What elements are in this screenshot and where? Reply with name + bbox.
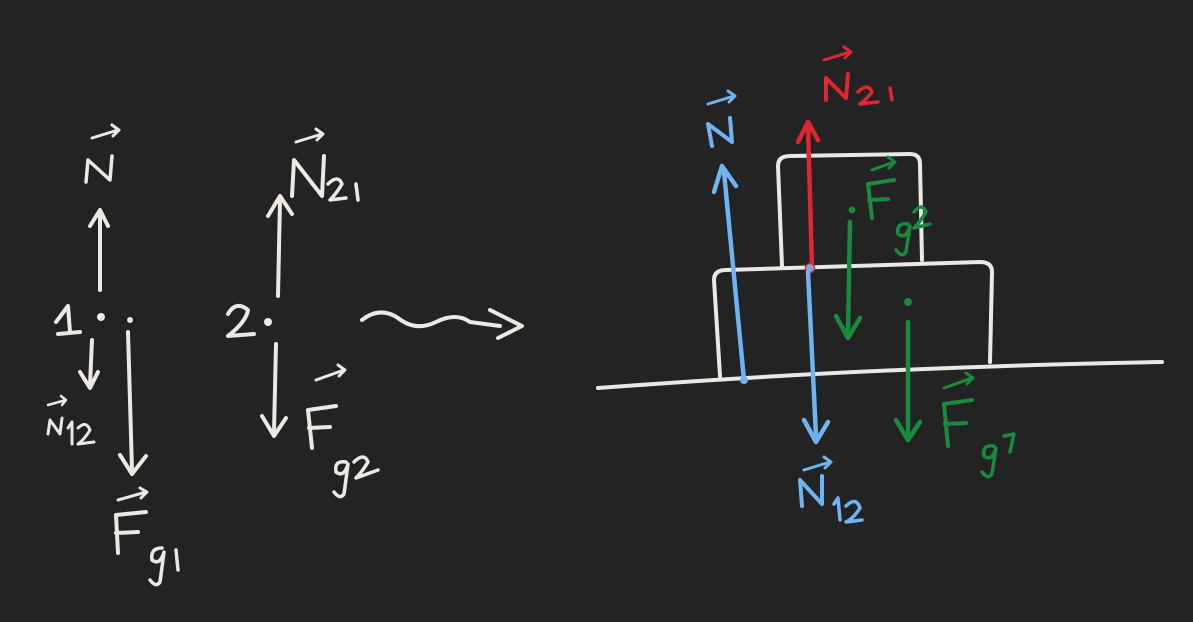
n12-label-body1 xyxy=(46,394,96,446)
fg2-label-body2 xyxy=(306,363,380,499)
left-fg1-sub-text: g1 xyxy=(156,565,158,567)
right-fg2-text: F xyxy=(874,209,875,211)
body1-free-body-diagram xyxy=(46,123,180,587)
n21-label-body2 xyxy=(290,127,360,202)
n12-label xyxy=(798,455,864,524)
left-normal-text: N xyxy=(96,175,97,177)
normal-force-arrow-body1 xyxy=(88,208,110,292)
body1-point xyxy=(97,313,105,321)
ground-line xyxy=(596,360,1164,390)
body2-point xyxy=(264,318,272,326)
body1-number-text: 1 xyxy=(60,329,61,331)
n21-force-arrow xyxy=(795,119,821,271)
right-n21-text: N xyxy=(830,95,831,97)
right-normal-text: N xyxy=(714,139,715,141)
normal-force-label-body1 xyxy=(84,123,121,184)
mid-fg2-text: F xyxy=(314,435,315,437)
fg2-force-arrow-body2 xyxy=(260,342,288,438)
n12-force-arrow-body1 xyxy=(78,338,100,390)
n12-force-arrow xyxy=(801,269,831,445)
fg1-force-arrow-body1 xyxy=(118,330,148,476)
n21-force-arrow-body2 xyxy=(266,194,294,298)
fg2-label xyxy=(866,155,932,257)
normal-force-label xyxy=(706,89,737,148)
transition-squiggle-arrow xyxy=(360,308,524,340)
right-fg1-text: F xyxy=(950,435,951,437)
combined-system-diagram xyxy=(596,45,1164,524)
fg2-force-arrow xyxy=(833,206,863,341)
left-n12-text: N xyxy=(52,429,53,431)
body2-number xyxy=(226,303,256,338)
left-fg1-text: F xyxy=(122,539,123,541)
fg1-label-body1 xyxy=(114,486,180,587)
mid-n21-text: N xyxy=(300,185,301,187)
left-n12-sub-text: 12 xyxy=(76,437,78,439)
body1-cm-point xyxy=(127,317,133,323)
block2-outline xyxy=(776,152,924,268)
fg1-force-arrow xyxy=(893,298,923,443)
right-n12-text: N xyxy=(804,499,805,501)
fg1-label xyxy=(942,371,1016,479)
normal-force-arrow xyxy=(711,163,748,384)
n21-label xyxy=(822,45,894,106)
body2-free-body-diagram xyxy=(226,127,380,499)
body1-number xyxy=(54,304,82,336)
block1-outline xyxy=(712,260,994,378)
